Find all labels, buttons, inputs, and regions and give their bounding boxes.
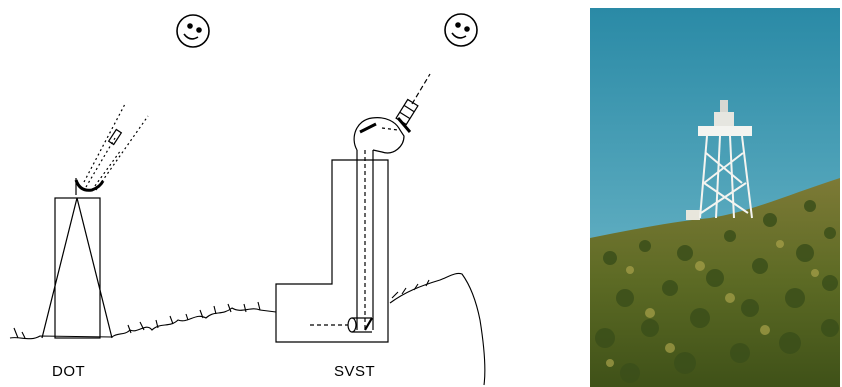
dot-tower <box>55 198 100 338</box>
dot-telescope <box>42 104 148 338</box>
sun-face-icon <box>445 14 477 46</box>
svst-label: SVST <box>334 363 375 380</box>
dot-label: DOT <box>52 363 85 380</box>
sun-face-icon <box>177 15 209 47</box>
svst-photo <box>590 8 840 387</box>
svst-building <box>276 160 388 342</box>
svst-telescope <box>276 74 430 342</box>
